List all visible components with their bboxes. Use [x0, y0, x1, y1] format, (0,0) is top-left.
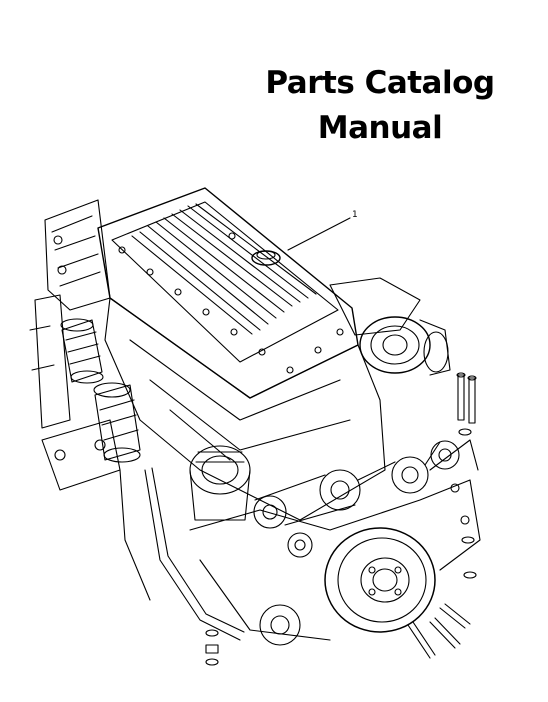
crank-damper [324, 527, 436, 633]
title-line-2: Manual [317, 110, 443, 146]
front-cover [189, 439, 481, 641]
alternator [189, 445, 251, 521]
title-line-1: Parts Catalog [265, 65, 495, 101]
belt-drive [253, 440, 460, 646]
intake-manifold [44, 199, 111, 311]
callout-leader-line [287, 217, 351, 251]
turbocharger [329, 277, 451, 376]
loose-fasteners [205, 372, 477, 666]
fuel-filter [60, 318, 104, 384]
engine-block [104, 297, 386, 521]
oil-filter [93, 382, 141, 463]
callout-number: 1 [352, 210, 358, 220]
valve-cover [97, 187, 359, 399]
oil-lines [119, 467, 245, 641]
